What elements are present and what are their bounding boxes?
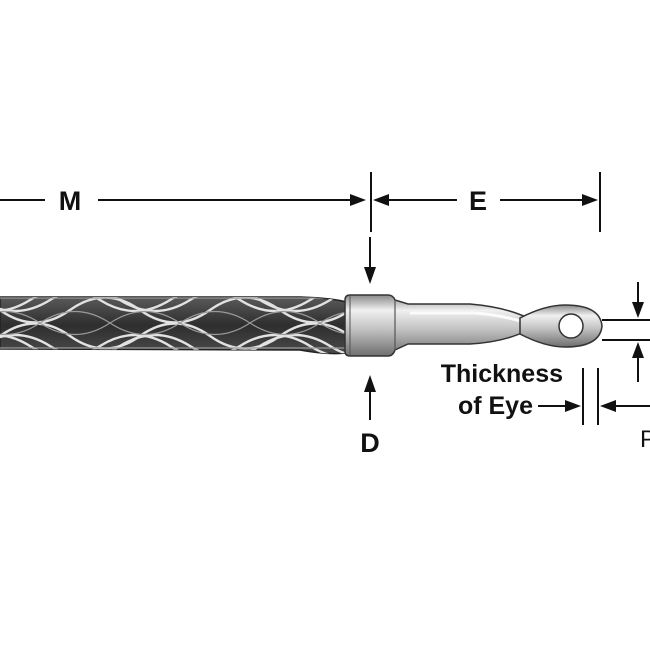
wire-mesh-grip bbox=[0, 296, 351, 355]
dimension-d: D bbox=[360, 237, 380, 458]
label-thickness-line2: of Eye bbox=[458, 392, 533, 420]
pulling-eye bbox=[519, 304, 603, 348]
label-e: E bbox=[469, 186, 487, 216]
label-m: M bbox=[59, 186, 82, 216]
metal-sleeve bbox=[344, 294, 534, 357]
label-thickness-line1: Thickness bbox=[441, 360, 563, 388]
dimension-thickness-of-eye: Thickness of Eye bbox=[441, 360, 650, 425]
dimension-m: M bbox=[0, 186, 366, 216]
dimension-p: P bbox=[602, 282, 650, 453]
label-d: D bbox=[360, 428, 380, 458]
label-p: P bbox=[640, 426, 650, 453]
dimension-e: E bbox=[370, 172, 601, 232]
